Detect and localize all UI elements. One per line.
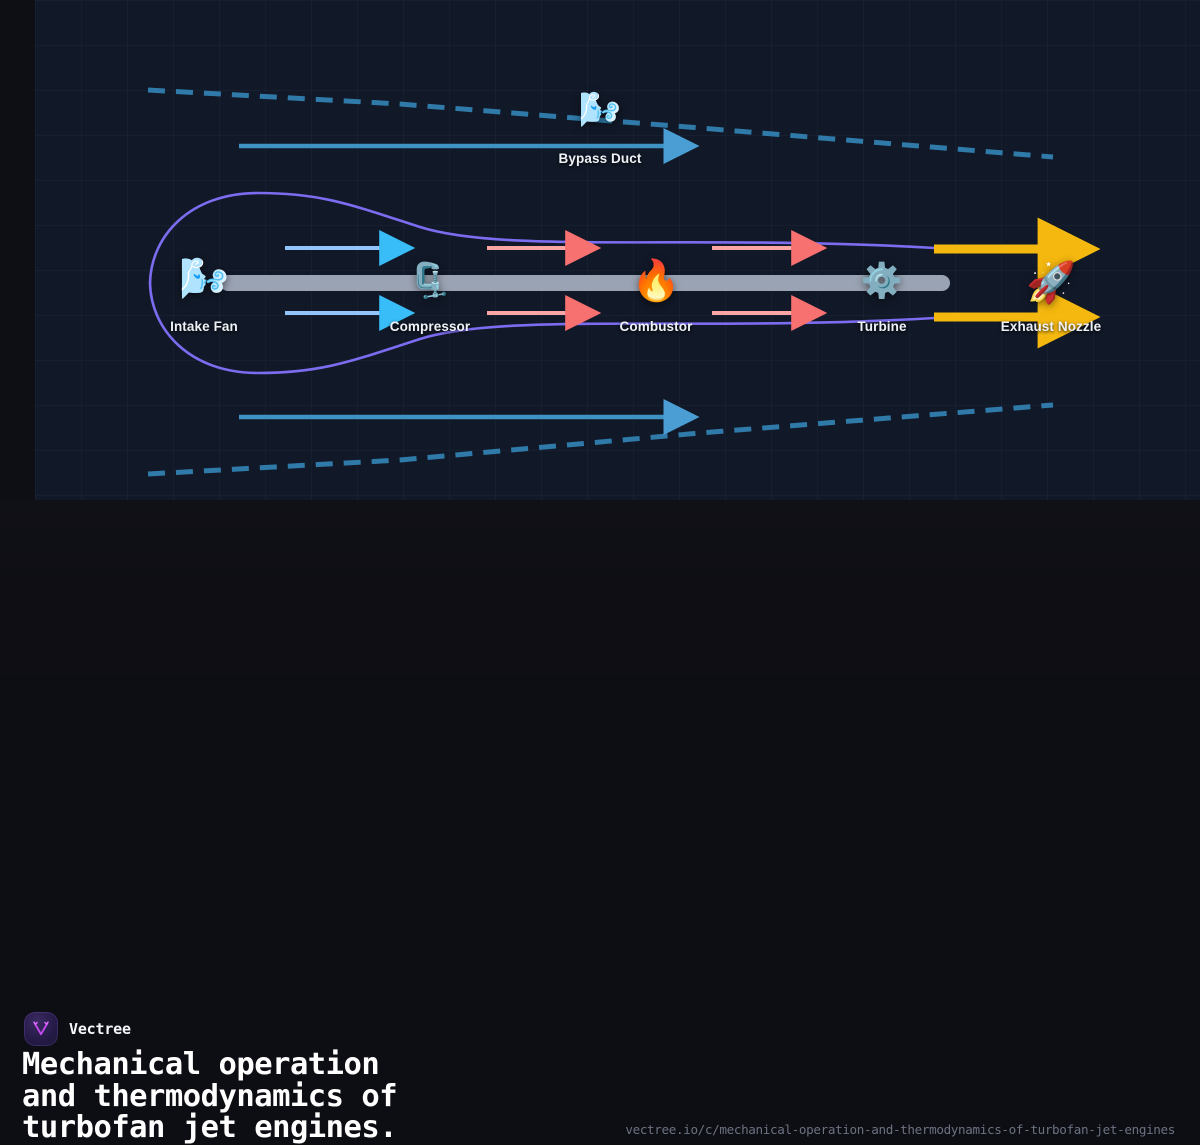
- brand-block: Vectree: [24, 1012, 131, 1046]
- hot-flow-arrows: [487, 230, 828, 331]
- stage-label-combustor: Combustor: [619, 319, 693, 334]
- stage-label-intake-fan: Intake Fan: [170, 319, 238, 334]
- stage-label-turbine: Turbine: [857, 319, 907, 334]
- vectree-logo-icon: [24, 1012, 58, 1046]
- stage-label-bypass-duct: Bypass Duct: [558, 151, 642, 166]
- streamline-bottom: [147, 402, 1054, 477]
- engine-cowling: [148, 191, 937, 375]
- clamp-icon: 🗜️: [408, 261, 452, 301]
- cowling-lower-surface: [148, 281, 937, 375]
- streamline-top: [147, 87, 1054, 160]
- streamlines-group: [147, 87, 1054, 477]
- stage-label-exhaust-nozzle: Exhaust Nozzle: [1000, 319, 1102, 334]
- footer-gradient: [0, 500, 1200, 675]
- footer: Vectree Mechanical operation and thermod…: [0, 500, 1200, 1143]
- vectree-glyph: [33, 1021, 49, 1036]
- cold-flow-arrows: [285, 230, 416, 331]
- cowling-upper-surface: [148, 191, 937, 285]
- exhaust-arrows-group: [934, 217, 1101, 349]
- source-url: vectree.io/c/mechanical-operation-and-th…: [625, 1122, 1175, 1137]
- rocket-icon: 🚀: [1026, 260, 1076, 306]
- bypass-arrows-group: [239, 128, 700, 435]
- fire-icon: 🔥: [631, 258, 681, 304]
- turbofan-schematic: [147, 87, 1101, 477]
- wind-blowing-face-icon: 🌬️: [578, 90, 622, 130]
- wind-dash-icon: 🌬️: [179, 256, 229, 302]
- brand-name: Vectree: [69, 1020, 131, 1038]
- stage-label-compressor: Compressor: [389, 319, 471, 334]
- page-title: Mechanical operation and thermodynamics …: [22, 1047, 398, 1145]
- gear-icon: ⚙️: [860, 261, 904, 301]
